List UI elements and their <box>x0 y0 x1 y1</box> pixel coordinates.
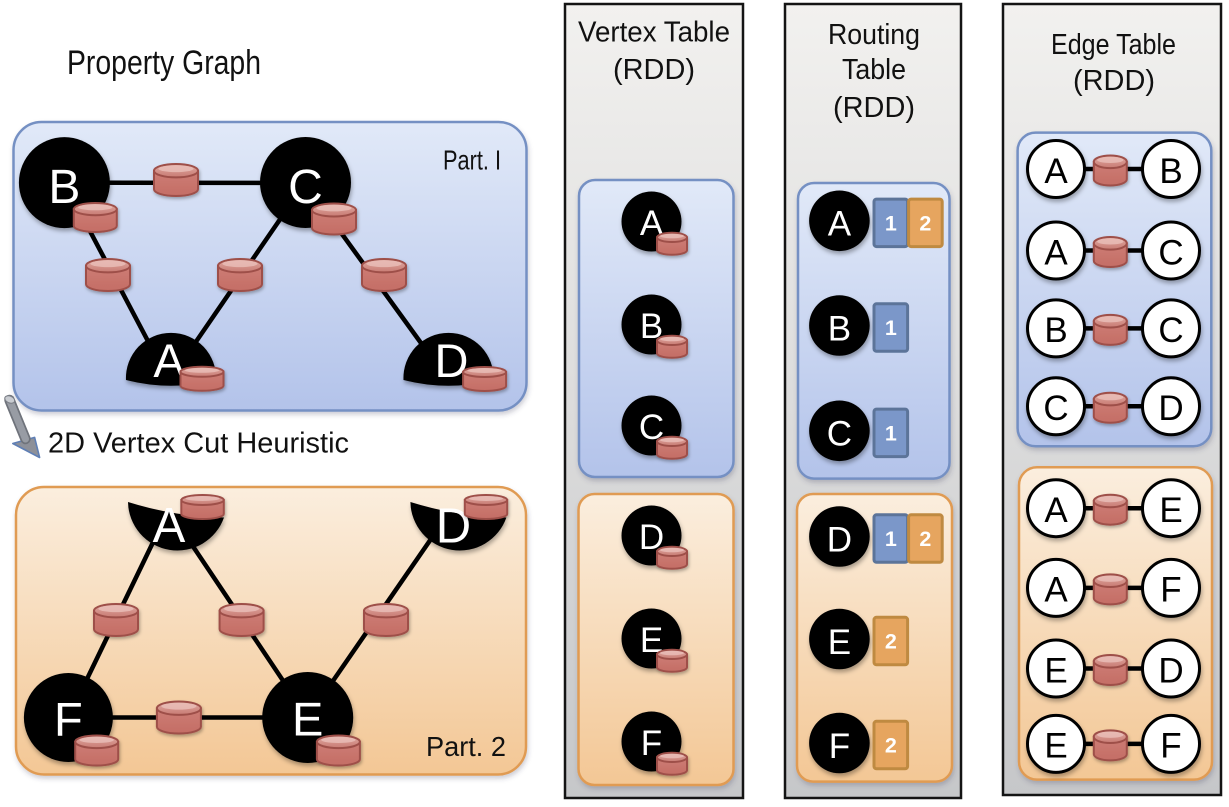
svg-text:Part. I: Part. I <box>443 145 501 176</box>
svg-text:B: B <box>1159 152 1182 191</box>
svg-text:C: C <box>827 415 852 454</box>
svg-text:F: F <box>1160 571 1181 610</box>
svg-text:A: A <box>153 499 186 553</box>
svg-text:Routing: Routing <box>828 19 920 51</box>
svg-text:D: D <box>1158 651 1183 690</box>
svg-text:Edge Table: Edge Table <box>1051 29 1176 61</box>
svg-text:F: F <box>641 724 662 763</box>
svg-text:F: F <box>54 693 83 746</box>
svg-text:Property Graph: Property Graph <box>67 44 261 82</box>
svg-text:Part. 2: Part. 2 <box>426 731 506 762</box>
svg-text:F: F <box>829 727 850 766</box>
svg-text:2D Vertex Cut Heuristic: 2D Vertex Cut Heuristic <box>48 428 349 460</box>
svg-text:2: 2 <box>885 734 897 758</box>
svg-text:C: C <box>1158 233 1183 272</box>
svg-text:D: D <box>1158 389 1183 428</box>
svg-text:B: B <box>828 309 851 348</box>
svg-text:1: 1 <box>885 421 897 445</box>
svg-text:2: 2 <box>885 630 897 654</box>
svg-text:Vertex Table: Vertex Table <box>578 17 730 49</box>
svg-text:C: C <box>1158 311 1183 350</box>
svg-text:(RDD): (RDD) <box>1073 65 1155 97</box>
svg-text:1: 1 <box>885 211 897 235</box>
svg-text:A: A <box>1044 233 1068 272</box>
svg-text:A: A <box>828 205 852 244</box>
svg-text:Table: Table <box>842 54 906 86</box>
svg-text:E: E <box>292 693 323 746</box>
svg-text:E: E <box>828 623 851 662</box>
svg-text:1: 1 <box>885 316 897 340</box>
svg-text:C: C <box>1043 389 1068 428</box>
svg-text:B: B <box>640 307 663 346</box>
svg-text:(RDD): (RDD) <box>613 54 695 86</box>
svg-text:B: B <box>1044 311 1067 350</box>
svg-text:E: E <box>1044 651 1067 690</box>
svg-text:2: 2 <box>919 527 931 551</box>
svg-text:B: B <box>48 161 80 214</box>
svg-text:1: 1 <box>885 527 897 551</box>
svg-text:2: 2 <box>919 211 931 235</box>
svg-text:A: A <box>1044 152 1068 191</box>
svg-text:D: D <box>827 520 852 559</box>
svg-text:(RDD): (RDD) <box>833 92 915 124</box>
svg-text:E: E <box>1159 491 1182 530</box>
svg-text:A: A <box>1044 491 1068 530</box>
svg-text:E: E <box>640 621 663 660</box>
svg-text:A: A <box>1044 571 1068 610</box>
svg-text:F: F <box>1160 727 1181 766</box>
svg-text:E: E <box>1044 727 1067 766</box>
